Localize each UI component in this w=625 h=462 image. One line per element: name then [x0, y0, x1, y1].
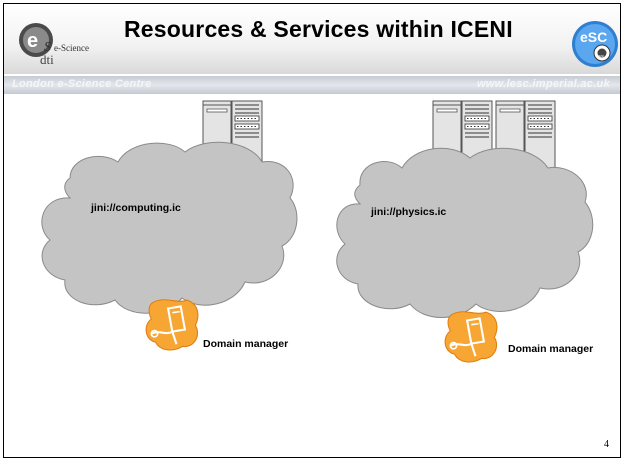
domain-manager-label-physics: Domain manager — [508, 343, 594, 355]
svg-text:S: S — [44, 40, 51, 55]
e-science-logo: e S e-Science dti — [19, 23, 89, 66]
page-number: 4 — [604, 439, 609, 450]
band-left-text: London e-Science Centre — [12, 78, 152, 90]
cloud-physics — [336, 147, 594, 318]
e-science-logo-text: e-Science — [54, 43, 89, 53]
domain-label-physics: jini://physics.ic — [371, 206, 447, 218]
domain-manager-physics-icon — [444, 310, 498, 364]
domain-manager-label-computing: Domain manager — [203, 338, 289, 350]
svg-text:e: e — [27, 30, 38, 52]
dti-logo-text: dti — [40, 52, 54, 66]
cloud-computing — [41, 141, 298, 314]
slide-header: e S e-Science dti Resources & Services w… — [4, 4, 620, 74]
page-title: Resources & Services within ICENI — [124, 16, 513, 42]
band-right-text: www.lesc.imperial.ac.uk — [476, 78, 610, 90]
lesc-logo-text: eSC — [580, 29, 607, 45]
domain-manager-computing-icon — [145, 298, 199, 352]
header-band: London e-Science Centre www.lesc.imperia… — [4, 76, 620, 94]
lesc-logo: eSC ICENI — [572, 21, 618, 67]
domain-label-computing: jini://computing.ic — [91, 202, 181, 214]
iceni-logo-text: ICENI — [596, 54, 604, 58]
